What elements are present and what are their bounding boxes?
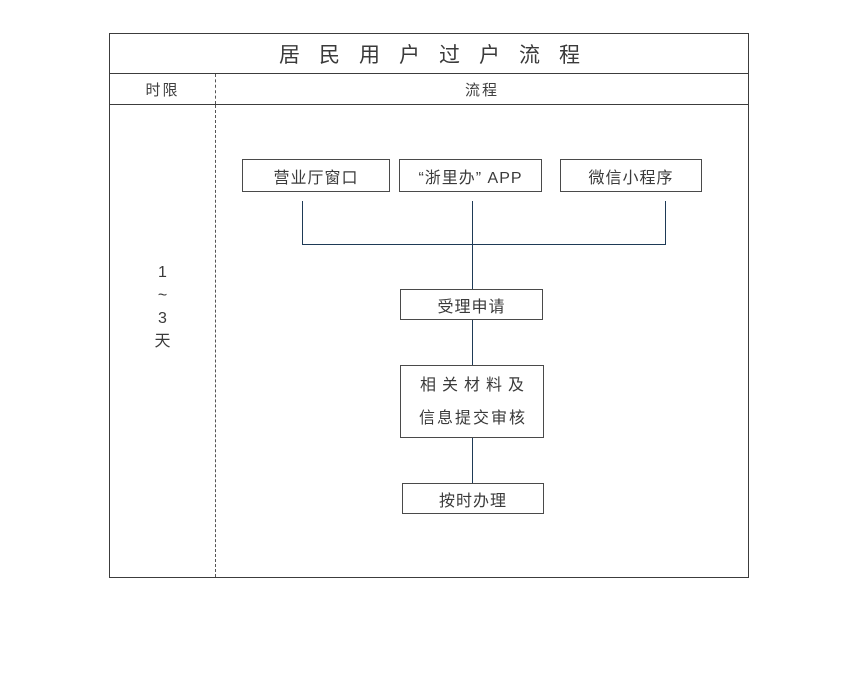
connector-drop-left: [302, 201, 303, 244]
time-limit-column: 1 ~ 3 天: [110, 105, 216, 577]
step-box-accept-application: 受理申请: [400, 289, 543, 320]
connector-drop-right: [665, 201, 666, 244]
time-limit-part-day: 天: [154, 333, 171, 350]
channel-label-wechat-mini-program: 微信小程序: [588, 169, 674, 187]
page-title: 居民用户过户流程: [279, 43, 599, 67]
step-label-materials-review-line1: 相关材料及: [419, 376, 530, 394]
title-row: 居民用户过户流程: [110, 34, 748, 74]
step-label-accept-application: 受理申请: [437, 298, 506, 316]
time-limit-part-1: 1: [158, 264, 167, 281]
header-row: 时限 流程: [110, 74, 748, 105]
flow-header-cell: 流程: [216, 74, 748, 104]
connector-accept-to-review: [472, 320, 473, 365]
flow-header-label: 流程: [464, 81, 499, 99]
connector-review-to-handle: [472, 438, 473, 483]
step-label-materials-review-line2: 信息提交审核: [418, 409, 527, 427]
channel-box-wechat-mini-program: 微信小程序: [560, 159, 702, 192]
body-row: 1 ~ 3 天 营业厅窗口 “浙里办” APP 微信小程序: [110, 105, 748, 577]
time-limit-part-3: 3: [158, 310, 167, 327]
time-limit-header-cell: 时限: [110, 74, 216, 104]
time-limit-value: 1 ~ 3 天: [110, 261, 215, 353]
connector-drop-center: [472, 201, 473, 289]
step-box-materials-review: 相关材料及 信息提交审核: [400, 365, 544, 438]
channel-box-service-hall-window: 营业厅窗口: [242, 159, 390, 192]
flowchart-frame: 居民用户过户流程 时限 流程 1 ~ 3 天 营业厅窗口: [109, 33, 749, 578]
channel-box-zheliban-app: “浙里办” APP: [399, 159, 542, 192]
channel-label-zheliban-app: “浙里办” APP: [418, 169, 523, 187]
time-limit-header-label: 时限: [145, 81, 180, 99]
time-limit-part-tilde: ~: [157, 287, 168, 304]
flow-column: 营业厅窗口 “浙里办” APP 微信小程序 受理申请 相关材料及: [216, 105, 748, 577]
channel-label-service-hall-window: 营业厅窗口: [273, 169, 359, 187]
step-box-handle-on-time: 按时办理: [402, 483, 544, 514]
step-label-handle-on-time: 按时办理: [438, 492, 507, 510]
connector-merge-horizontal: [302, 244, 666, 245]
